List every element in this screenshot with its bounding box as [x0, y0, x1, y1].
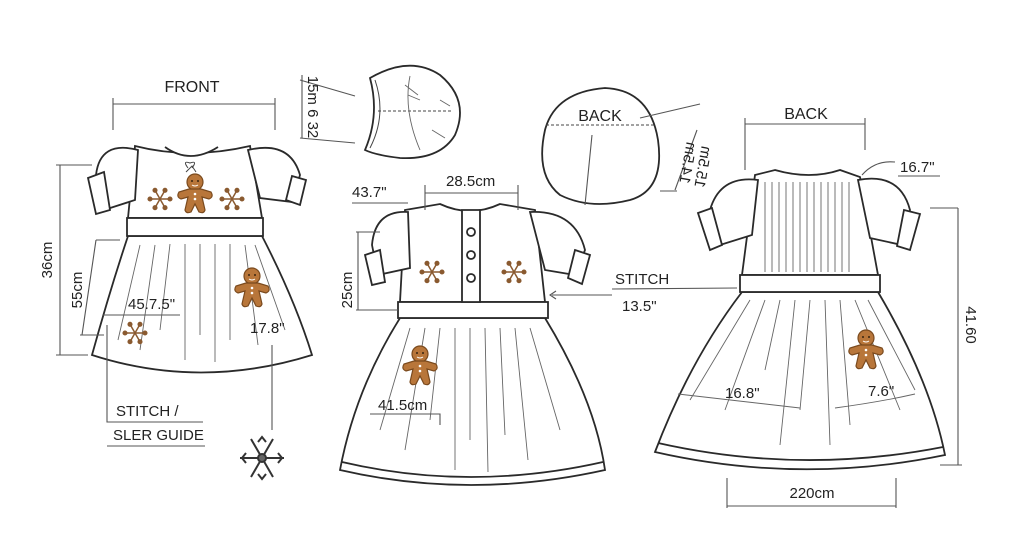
front-dimensions: FRONT 36cm 55cm 45.7.5" 17.8" STITCH / S… — [39, 79, 285, 481]
back-bodice — [740, 169, 880, 276]
front-waistband — [126, 217, 264, 237]
front-dress — [86, 144, 314, 374]
button — [466, 227, 476, 237]
snowflake-large-icon — [240, 435, 284, 481]
hood-back-measure1: 14.5m — [675, 141, 699, 185]
stitch-measure: 13.5" — [622, 298, 657, 315]
front-skirt-length: 55cm — [69, 272, 86, 309]
middle-skirt-measure: 41.5cm — [378, 397, 427, 414]
stitch-guide-line1: STITCH / — [116, 403, 179, 420]
back-title: BACK — [784, 106, 828, 123]
front-hem-width: 45.7.5" — [128, 296, 175, 313]
hood-back-title: BACK — [578, 108, 622, 125]
button — [466, 273, 476, 283]
back-skirt-right: 7.6" — [868, 383, 894, 400]
back-dimensions: BACK 16.7" 41.60 16.8" 7.6" 220cm — [725, 106, 979, 508]
stitch-guide-line2: SLER GUIDE — [113, 427, 204, 444]
back-skirt — [653, 291, 947, 471]
stitch-label: STITCH — [615, 271, 669, 288]
middle-dress — [338, 203, 607, 486]
back-waistband — [739, 274, 881, 293]
middle-shoulder-width: 28.5cm — [446, 173, 495, 190]
middle-bodice-length: 25cm — [339, 272, 356, 309]
hood-side-view: 15m 6 32 — [299, 64, 461, 160]
back-total-length: 41.60 — [962, 306, 979, 344]
hood-back-view: BACK 14.5m 15.5m — [541, 87, 714, 206]
front-title: FRONT — [164, 79, 219, 96]
back-dress — [653, 169, 947, 471]
middle-dimensions: 28.5cm 43.7" 25cm 41.5cm STITCH 13.5" — [339, 173, 738, 425]
front-skirt — [90, 235, 314, 374]
back-sleeve-measure: 16.7" — [900, 159, 935, 176]
middle-waistband — [397, 301, 549, 319]
front-side-measure: 17.8" — [250, 320, 285, 337]
middle-sleeve-measure: 43.7" — [352, 184, 387, 201]
back-hem-width: 220cm — [789, 485, 834, 502]
hood-back-measure2: 15.5m — [690, 145, 714, 189]
front-total-length: 36cm — [39, 242, 56, 279]
hood-side-measure: 15m 6 32 — [304, 76, 321, 139]
back-skirt-left: 16.8" — [725, 385, 760, 402]
button — [466, 250, 476, 260]
